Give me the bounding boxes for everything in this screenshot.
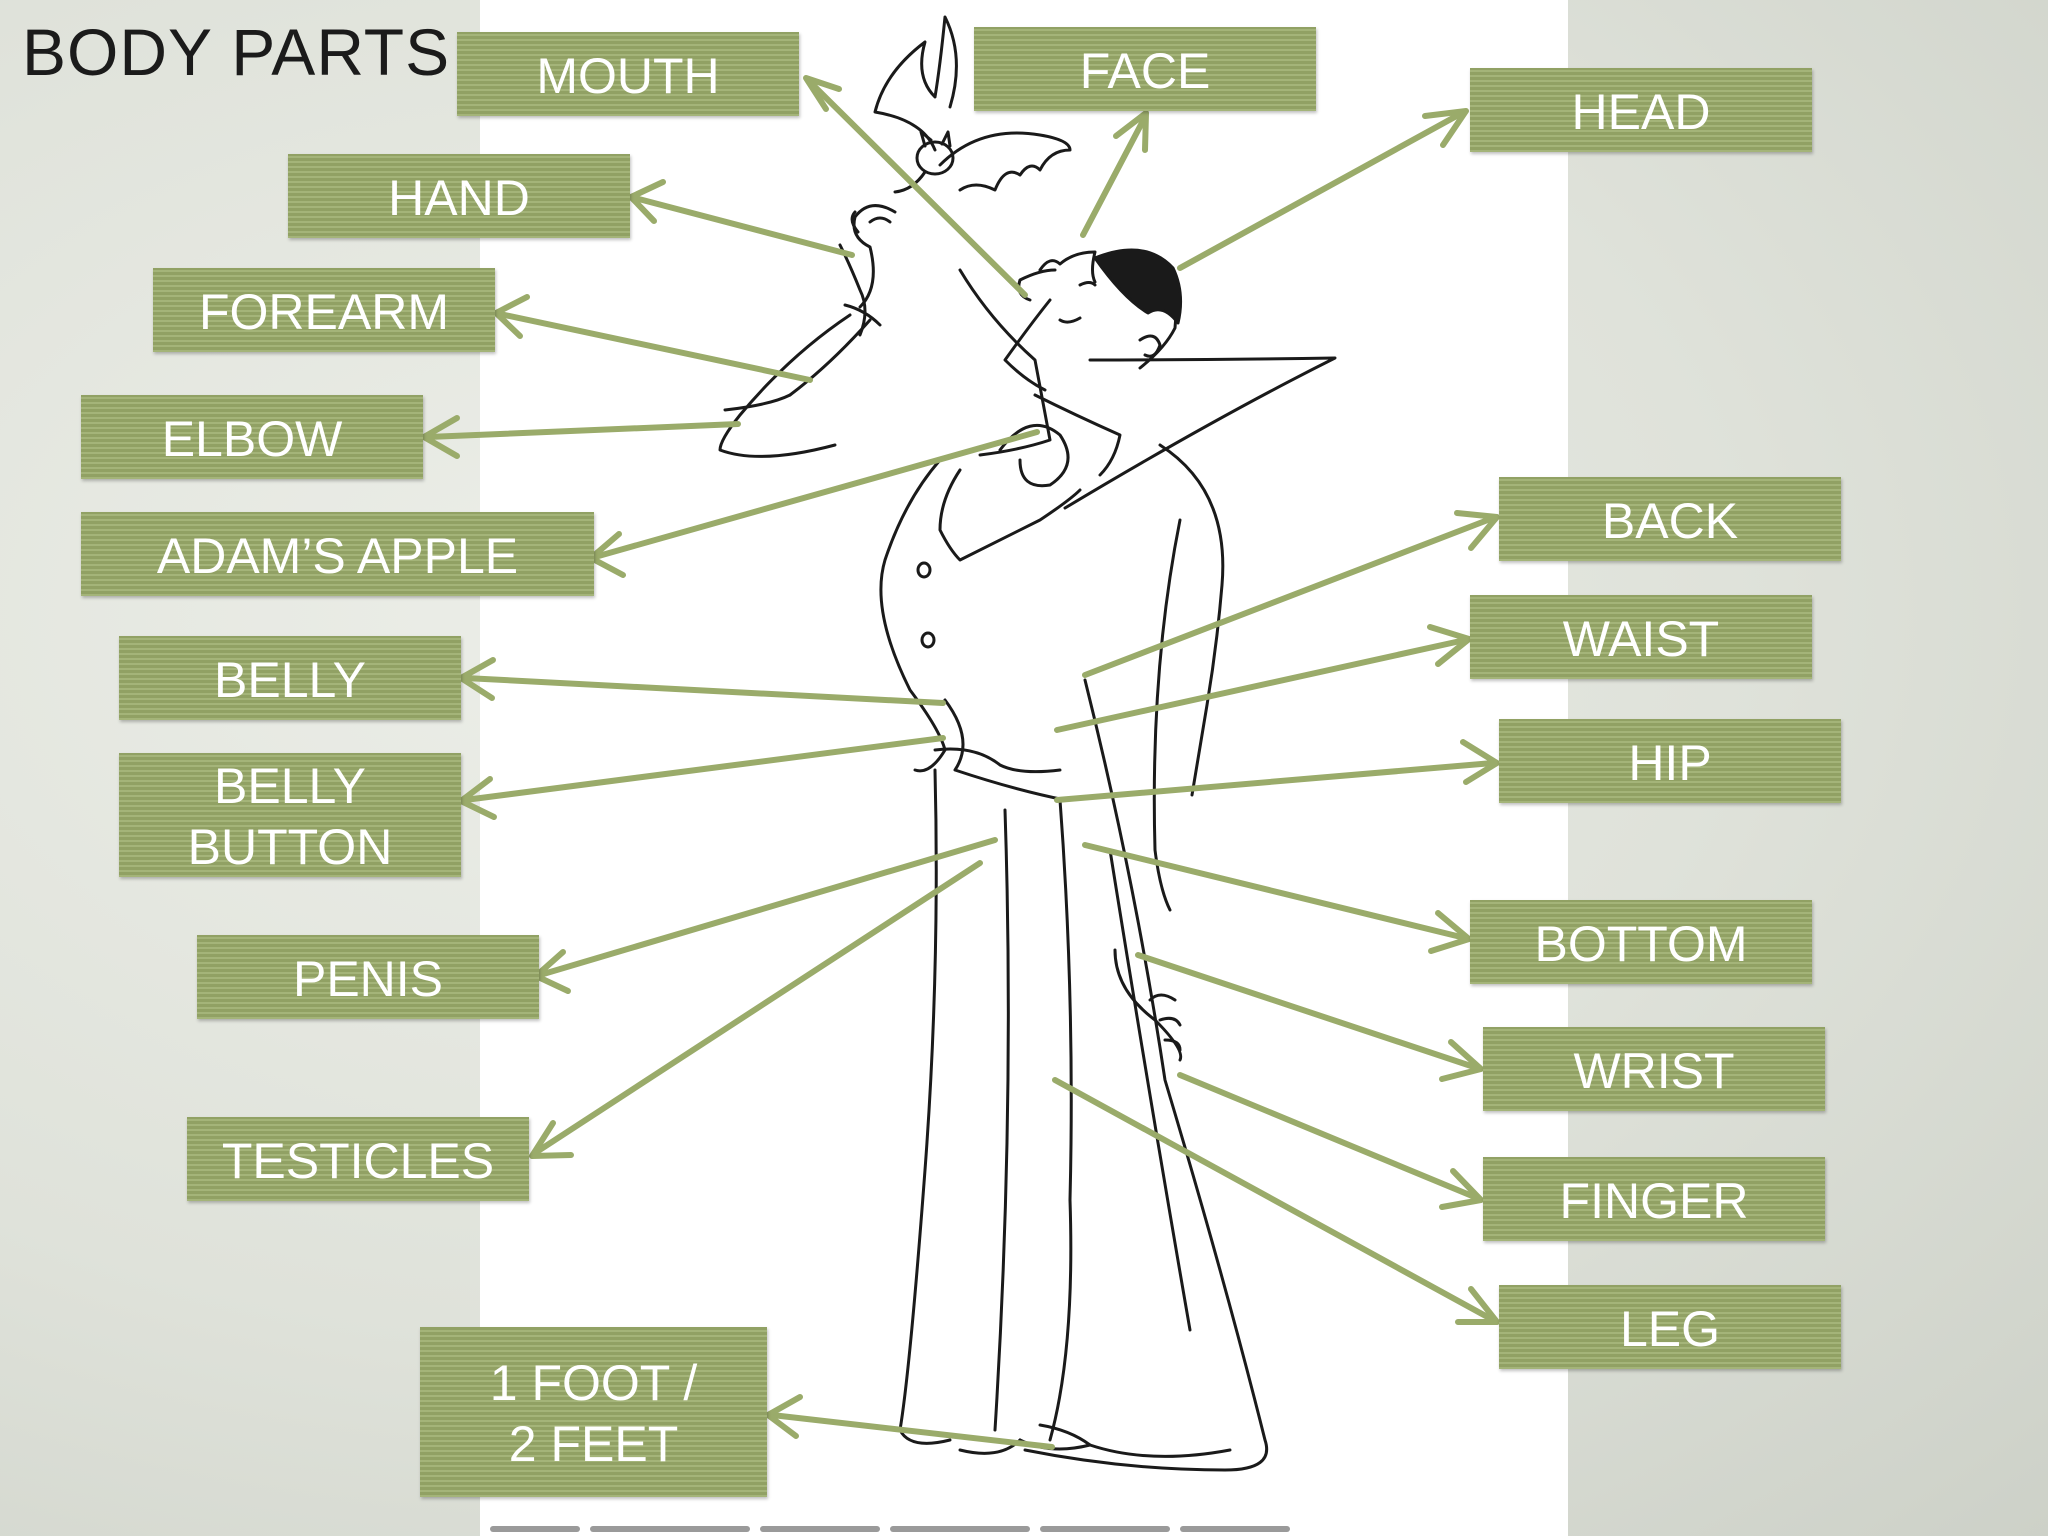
label-mouth-text: MOUTH xyxy=(536,47,720,104)
label-adams-apple: ADAM’S APPLE xyxy=(81,512,594,596)
arrow-testicles xyxy=(529,860,983,1159)
label-leg-text: LEG xyxy=(1619,1300,1721,1357)
label-back: BACK xyxy=(1499,477,1841,561)
label-face: FACE xyxy=(974,27,1316,111)
label-testicles: TESTICLES xyxy=(187,1117,529,1201)
label-mouth: MOUTH xyxy=(457,32,799,116)
label-bottom: BOTTOM xyxy=(1470,900,1812,984)
label-foot-line1: 1 FOOT / xyxy=(489,1355,698,1411)
label-back-text: BACK xyxy=(1601,492,1739,549)
arrow-hip xyxy=(1054,739,1500,803)
arrow-wrist xyxy=(1135,952,1484,1082)
arrow-belly xyxy=(458,657,946,706)
arrow-leg xyxy=(1052,1077,1500,1325)
label-belly-button-line1: BELLY xyxy=(214,758,366,814)
arrow-face xyxy=(1080,110,1149,238)
label-belly-text: BELLY xyxy=(214,651,366,708)
page-title: BODY PARTS xyxy=(22,15,451,89)
label-forearm: FOREARM xyxy=(153,268,495,352)
label-adams-apple-text: ADAM’S APPLE xyxy=(156,527,519,584)
label-hand-text: HAND xyxy=(388,169,530,226)
arrow-mouth xyxy=(803,75,1028,298)
arrow-head xyxy=(1177,108,1469,271)
raised-hand-drawing xyxy=(838,204,897,337)
arrow-forearm xyxy=(493,294,813,383)
label-finger: FINGER xyxy=(1483,1157,1825,1241)
drawing-paper xyxy=(480,0,1568,1536)
label-elbow: ELBOW xyxy=(81,395,423,479)
label-penis: PENIS xyxy=(197,935,539,1019)
label-hand: HAND xyxy=(288,154,630,238)
label-waist-text: WAIST xyxy=(1562,610,1720,667)
arrow-back xyxy=(1082,510,1500,678)
label-leg: LEG xyxy=(1499,1285,1841,1369)
arrow-penis xyxy=(533,837,998,994)
arrow-bottom xyxy=(1082,842,1472,954)
label-finger-text: FINGER xyxy=(1559,1172,1749,1229)
label-wrist: WRIST xyxy=(1483,1027,1825,1111)
label-head-text: HEAD xyxy=(1571,83,1711,140)
cropped-caption-strokes xyxy=(490,1512,1490,1536)
label-wrist-text: WRIST xyxy=(1573,1042,1735,1099)
label-bottom-text: BOTTOM xyxy=(1534,915,1748,972)
arrow-elbow xyxy=(421,415,741,459)
label-foot: 1 FOOT / 2 FEET xyxy=(420,1327,767,1497)
label-waist: WAIST xyxy=(1470,595,1812,679)
label-testicles-text: TESTICLES xyxy=(221,1132,495,1189)
arrow-waist xyxy=(1054,624,1472,733)
arrow-belly-button xyxy=(458,735,946,820)
label-hip-text: HIP xyxy=(1628,734,1712,791)
label-head: HEAD xyxy=(1470,68,1812,152)
arrow-hand xyxy=(628,179,855,258)
label-penis-text: PENIS xyxy=(292,950,444,1007)
arrow-adams-apple xyxy=(588,429,1040,578)
label-face-text: FACE xyxy=(1079,42,1211,99)
label-hip: HIP xyxy=(1499,719,1841,803)
label-forearm-text: FOREARM xyxy=(199,283,449,340)
label-belly-button-line2: BUTTON xyxy=(187,819,393,875)
arrow-foot xyxy=(765,1394,1055,1450)
label-belly-button: BELLY BUTTON xyxy=(119,753,461,877)
label-elbow-text: ELBOW xyxy=(161,410,343,467)
label-foot-line2: 2 FEET xyxy=(508,1416,679,1472)
arrow-finger xyxy=(1177,1072,1484,1210)
label-belly: BELLY xyxy=(119,636,461,720)
